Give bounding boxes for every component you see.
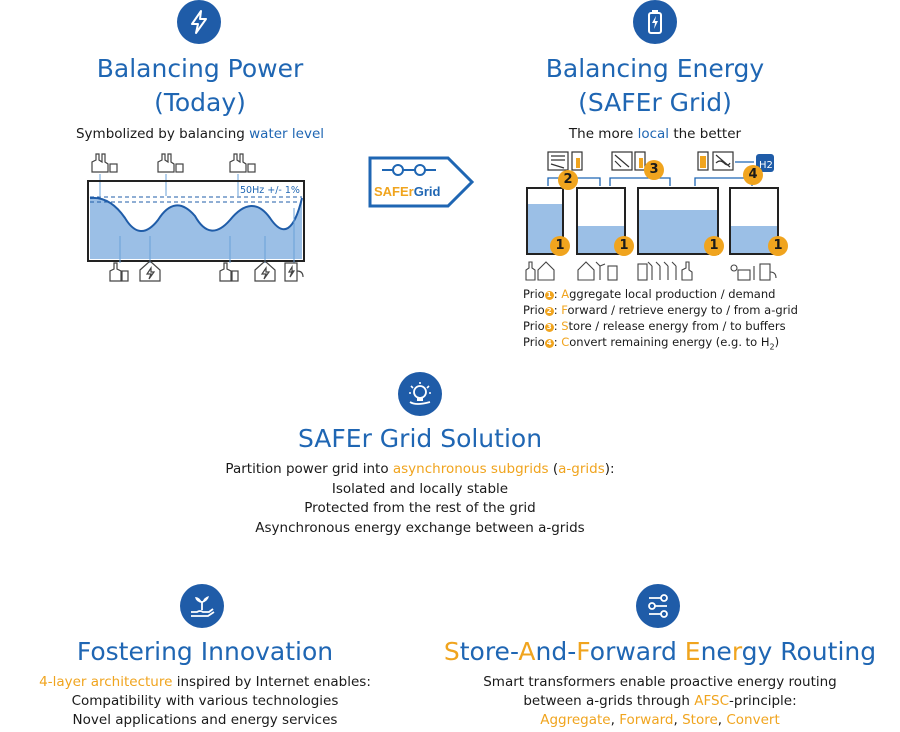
lightbulb-icon bbox=[398, 372, 442, 416]
svg-text:H2: H2 bbox=[759, 160, 773, 171]
svg-text:50Hz +/- 1%: 50Hz +/- 1% bbox=[240, 185, 300, 196]
balancing-energy-title: Balancing Energy(SAFEr Grid) bbox=[545, 54, 765, 117]
lightning-icon bbox=[177, 0, 221, 44]
innovation-text: 4-layer architecture inspired by Interne… bbox=[39, 674, 371, 728]
routing-title-part: A bbox=[518, 637, 536, 666]
balancing-power-title: Balancing Power(Today) bbox=[96, 54, 304, 117]
prio-badge-1: 1 bbox=[704, 236, 724, 256]
solution-text: Partition power grid into asynchronous s… bbox=[225, 461, 615, 536]
routing-title-part: E bbox=[684, 637, 701, 666]
routing-title-part: F bbox=[576, 637, 590, 666]
routing-title-part: orward bbox=[589, 637, 685, 666]
prio-badge-1: 1 bbox=[614, 236, 634, 256]
routing-title: Store-And-Forward Energy Routing bbox=[430, 635, 890, 669]
svg-text:SAFErGrid: SAFErGrid bbox=[374, 184, 441, 199]
routing-title-part: S bbox=[443, 637, 460, 666]
routing-title-part: tore- bbox=[459, 637, 519, 666]
safer-grid-logo: SAFErGrid bbox=[368, 156, 475, 208]
prio-badge-1: 1 bbox=[768, 236, 788, 256]
water-level-diagram: 50Hz +/- 1% bbox=[87, 153, 305, 282]
prio-badge-4: 4 bbox=[743, 165, 763, 185]
solution-title: SAFEr Grid Solution bbox=[297, 424, 543, 453]
plant-hand-icon bbox=[180, 584, 224, 628]
routing-text: Smart transformers enable proactive ener… bbox=[483, 674, 837, 728]
routing-title-part: ne bbox=[700, 637, 732, 666]
route-icon bbox=[636, 584, 680, 628]
routing-title-part: r bbox=[731, 637, 742, 666]
prio-badge-1: 1 bbox=[550, 236, 570, 256]
routing-title-part: gy Routing bbox=[741, 637, 877, 666]
battery-icon bbox=[633, 0, 677, 44]
balancing-energy-subtitle: The more local the better bbox=[568, 126, 742, 142]
prio-badge-2: 2 bbox=[558, 170, 578, 190]
innovation-title: Fostering Innovation bbox=[76, 637, 334, 666]
balancing-power-subtitle: Symbolized by balancing water level bbox=[75, 126, 324, 142]
routing-title-part: nd- bbox=[535, 637, 577, 666]
prio-badge-3: 3 bbox=[644, 160, 664, 180]
